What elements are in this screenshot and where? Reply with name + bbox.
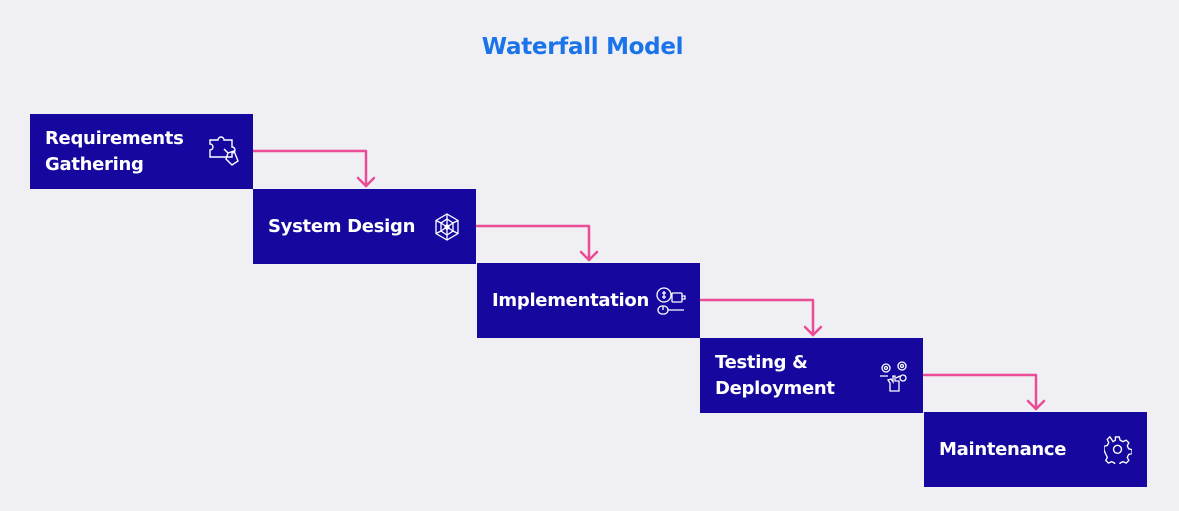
gears-hand-icon (877, 359, 911, 393)
step-maintenance: Maintenance (924, 412, 1147, 487)
arrow-4 (922, 373, 1038, 411)
gear-icon (1101, 433, 1135, 467)
arrow-2 (475, 224, 591, 262)
step-label: Implementation (492, 289, 650, 311)
puzzle-hand-icon (207, 135, 241, 169)
arrow-3 (698, 298, 815, 337)
arrow-1 (251, 149, 368, 188)
step-label: Requirements Gathering (45, 127, 184, 175)
step-testing-deployment: Testing & Deployment (700, 338, 923, 413)
arrow-head-2 (579, 250, 599, 262)
step-label: Testing & Deployment (715, 351, 835, 399)
arrow-head-1 (356, 176, 376, 188)
step-implementation: Implementation (477, 263, 700, 338)
network-sphere-icon (430, 210, 464, 244)
step-system-design: System Design (253, 189, 476, 264)
arrow-head-3 (803, 325, 823, 337)
arrow-head-4 (1026, 399, 1046, 411)
diagram-title: Waterfall Model (481, 34, 684, 60)
step-label: System Design (268, 215, 416, 237)
step-requirements-gathering: Requirements Gathering (30, 114, 253, 189)
coin-gear-mouse-icon (654, 284, 688, 318)
step-label: Maintenance (939, 438, 1067, 460)
